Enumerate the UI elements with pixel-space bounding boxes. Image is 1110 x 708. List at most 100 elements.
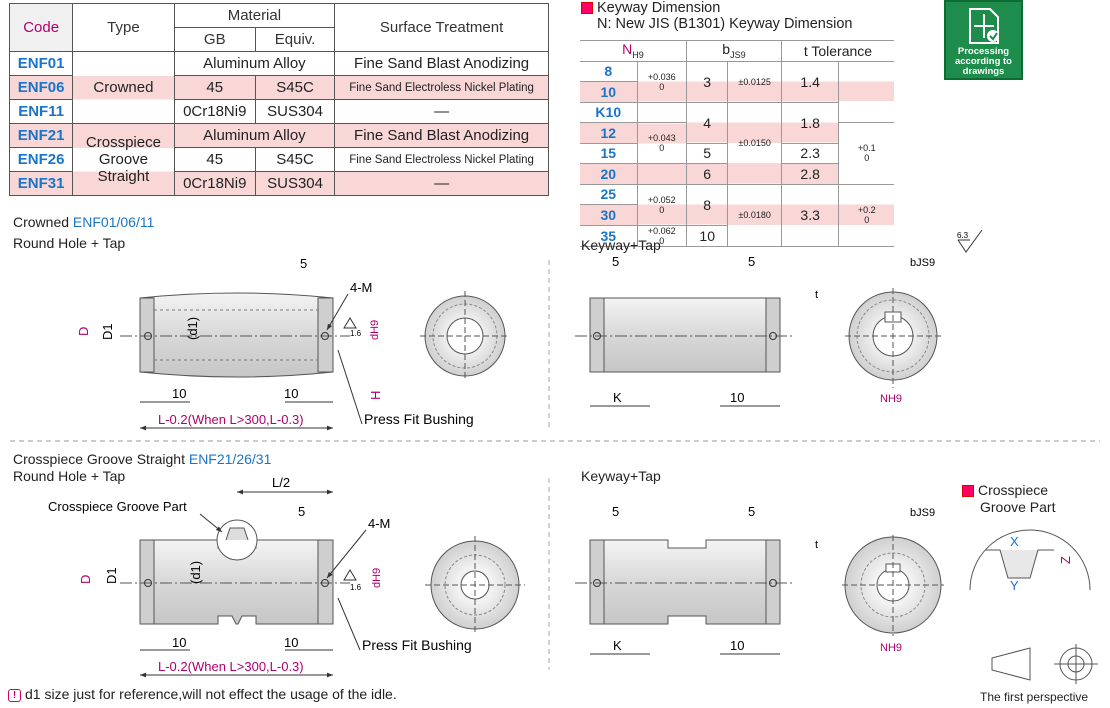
section2-keyway-title: Keyway+Tap <box>581 468 661 484</box>
n-cell: 20 <box>580 163 638 185</box>
section1-keyway-title: Keyway+Tap <box>581 237 661 253</box>
th-type: Type <box>72 3 175 52</box>
gb-cell: 45 <box>173 75 256 100</box>
dim-d1: (d1) <box>188 561 203 584</box>
section1-subtitle: Round Hole + Tap <box>13 235 126 251</box>
dim-10-left: 10 <box>172 635 186 650</box>
dim-d1: (d1) <box>185 317 200 340</box>
rough-16: 1.6 <box>350 329 362 338</box>
n-cell: K10 <box>580 101 638 123</box>
dim-L: L-0.2(When L>300,L-0.3) <box>158 659 304 674</box>
code-cell: ENF31 <box>8 171 74 196</box>
t-cell: 3.3 <box>780 183 840 247</box>
dim-D1: D1 <box>100 323 115 340</box>
press-fit-label: Press Fit Bushing <box>362 637 472 653</box>
b-tol: ±0.0150 <box>727 101 782 185</box>
dim-10-left: 10 <box>172 386 186 401</box>
dim-nh9: NH9 <box>880 393 902 405</box>
dim-t: t <box>815 539 818 551</box>
dim-10: 10 <box>730 638 744 653</box>
dim-5: 5 <box>300 256 307 271</box>
dim-5: 5 <box>612 254 619 269</box>
b-cell: 10 <box>685 224 729 247</box>
groove-part-label: Crosspiece Groove Part <box>48 499 187 514</box>
t-cell: 2.8 <box>780 163 840 185</box>
groove-detail <box>969 529 1091 591</box>
first-angle-projection-icon <box>991 644 1098 684</box>
dim-4m: 4-M <box>350 280 372 295</box>
surface-cell: Fine Sand Blast Anodizing <box>334 51 549 76</box>
crosspiece-end-view <box>425 536 525 634</box>
b-tol: ±0.0180 <box>727 183 782 247</box>
surface-cell: Fine Sand Blast Anodizing <box>334 123 549 148</box>
n-tol: +0.062 0 <box>636 224 688 247</box>
code-cell: ENF06 <box>8 75 74 100</box>
dim-Y: Y <box>1010 578 1019 593</box>
roughness-symbol <box>957 229 983 253</box>
th-material: Material <box>173 3 336 28</box>
b-cell: 8 <box>685 183 729 226</box>
dim-D: D <box>78 575 93 584</box>
crosspiece-side-view <box>120 519 350 625</box>
dim-5: 5 <box>298 504 305 519</box>
dim-4m: 4-M <box>368 516 390 531</box>
keyway-subtitle: N: New JIS (B1301) Keyway Dimension <box>597 16 853 32</box>
dim-D1: D1 <box>104 567 119 584</box>
table-row: ENF31 0Cr18Ni9 SUS304 — <box>8 171 549 196</box>
footnote: !d1 size just for reference,will not eff… <box>8 686 397 702</box>
section2-title: Crosspiece Groove Straight ENF21/26/31 <box>13 451 272 467</box>
dim-5: 5 <box>748 254 755 269</box>
square-bullet-icon <box>581 2 593 15</box>
crowned-end-view <box>420 291 510 381</box>
dim-L: L-0.2(When L>300,L-0.3) <box>158 412 304 427</box>
n-tol: +0.043 0 <box>636 122 688 164</box>
material-table: Code Type Material Surface Treatment GB … <box>8 3 549 196</box>
dim-Z: Z <box>1058 556 1073 564</box>
th-t: t Tolerance <box>780 40 894 62</box>
equiv-cell: SUS304 <box>254 99 336 124</box>
n-tol: +0.052 0 <box>636 183 688 226</box>
press-fit-label: Press Fit Bushing <box>364 411 474 427</box>
crowned-side-view <box>120 292 350 378</box>
dim-10: 10 <box>730 390 744 405</box>
n-tol: +0.036 0 <box>636 60 688 103</box>
section1-title: Crowned ENF01/06/11 <box>13 214 155 230</box>
t-tol: +0.2 0 <box>838 183 894 247</box>
dim-H: H <box>368 391 383 400</box>
th-code: Code <box>8 3 74 52</box>
dim-dh9: dH9 <box>371 568 383 588</box>
code-cell: ENF01 <box>8 51 74 76</box>
dim-t: t <box>815 289 818 301</box>
dim-10-right: 10 <box>284 635 298 650</box>
equiv-cell: SUS304 <box>254 171 336 196</box>
table-row: ENF01 Crowned Aluminum Alloy Fine Sand B… <box>8 51 549 124</box>
dim-X: X <box>1010 534 1019 549</box>
t-cell: 1.4 <box>780 60 840 103</box>
dim-5: 5 <box>612 504 619 519</box>
dim-nh9: NH9 <box>880 642 902 654</box>
keyway-end-view <box>845 288 942 388</box>
perspective-label: The first perspective <box>980 690 1089 704</box>
dim-K: K <box>613 390 622 405</box>
roughness-value: 6.3 <box>957 231 969 240</box>
b-cell: 3 <box>685 60 729 103</box>
square-bullet-icon <box>962 485 974 498</box>
surface-cell: Fine Sand Electroless Nickel Plating <box>334 75 549 100</box>
drawing-icon <box>968 8 999 44</box>
crosspiece-keyway-side-view <box>575 539 795 625</box>
rough-16: 1.6 <box>350 583 362 592</box>
code-cell: ENF21 <box>8 123 74 148</box>
th-equiv: Equiv. <box>254 27 336 52</box>
n-cell: 35 <box>580 224 638 247</box>
dim-5: 5 <box>748 504 755 519</box>
dim-D: D <box>76 327 91 336</box>
dim-half-L: L/2 <box>272 475 290 490</box>
surface-cell: — <box>334 171 549 196</box>
dim-10-right: 10 <box>284 386 298 401</box>
code-cell: ENF26 <box>8 147 74 172</box>
section2-subtitle: Round Hole + Tap <box>13 468 126 484</box>
crosspiece-keyway-end-view <box>842 535 944 636</box>
